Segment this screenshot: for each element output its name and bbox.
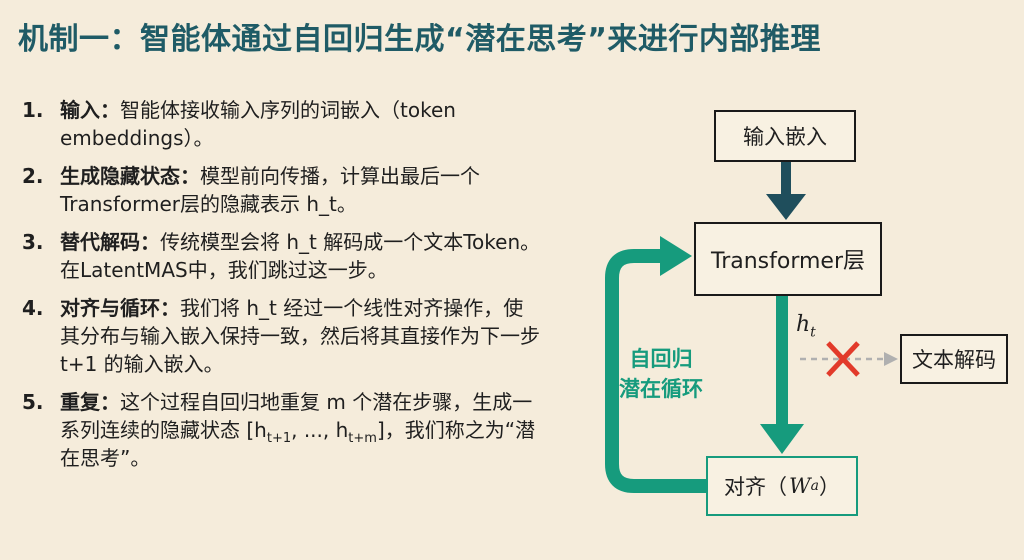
step-list: 1. 输入：智能体接收输入序列的词嵌入（token embeddings）。 2… (22, 96, 542, 482)
page-title: 机制一：智能体通过自回归生成“潜在思考”来进行内部推理 (18, 22, 821, 57)
alignment-var: W (789, 474, 811, 498)
down-arrow-shaft (776, 296, 788, 426)
down-arrow-head (760, 424, 804, 454)
step-body: 传统模型会将 h_t 解码成一个文本Token。在LatentMAS中，我们跳过… (60, 230, 541, 282)
ht-var: h (796, 312, 811, 337)
loop-label-line-2: 潜在循环 (619, 377, 703, 401)
step-text: 输入：智能体接收输入序列的词嵌入（token embeddings）。 (60, 96, 542, 152)
input-arrow-shaft (781, 162, 791, 196)
diagram-connectors (605, 162, 898, 493)
step-number: 1. (22, 98, 44, 122)
step-text: 重复：这个过程自回归地重复 m 个潜在步骤，生成一系列连续的隐藏状态 [ht+1… (60, 388, 542, 472)
step-body: 我们将 h_t 经过一个线性对齐操作，使其分布与输入嵌入保持一致，然后将其直接作… (60, 296, 540, 376)
list-item: 1. 输入：智能体接收输入序列的词嵌入（token embeddings）。 (22, 96, 542, 152)
subscript-end: t+m (348, 431, 377, 446)
step-label: 重复： (60, 390, 120, 414)
step-text: 对齐与循环：我们将 h_t 经过一个线性对齐操作，使其分布与输入嵌入保持一致，然… (60, 294, 542, 378)
step-text: 生成隐藏状态：模型前向传播，计算出最后一个Transformer层的隐藏表示 h… (60, 162, 542, 218)
step-number: 2. (22, 164, 44, 188)
step-number: 4. (22, 296, 44, 320)
input-arrow-head (766, 194, 806, 220)
step-label: 生成隐藏状态： (60, 164, 200, 188)
step-body: 模型前向传播，计算出最后一个Transformer层的隐藏表示 h_t。 (60, 164, 480, 216)
step-number: 3. (22, 230, 44, 254)
loop-arrow-path (605, 249, 706, 493)
subscript-start: t+1 (266, 431, 292, 446)
step-body-tail: ]，我们称之为“潜在思考”。 (60, 418, 536, 470)
step-label: 输入： (60, 98, 120, 122)
step-body: 这个过程自回归地重复 m 个潜在步骤，生成一系列连续的隐藏状态 [h (60, 390, 533, 442)
decode-arrow-head (884, 352, 898, 366)
alignment-label: 对齐（ (724, 475, 788, 499)
cross-stroke-2 (826, 341, 860, 377)
list-item: 4. 对齐与循环：我们将 h_t 经过一个线性对齐操作，使其分布与输入嵌入保持一… (22, 294, 542, 378)
ht-sub: t (810, 324, 816, 341)
hidden-state-label: ht (796, 312, 816, 341)
loop-label-line-1: 自回归 (629, 347, 693, 371)
step-label: 对齐与循环： (60, 296, 180, 320)
list-item: 3. 替代解码：传统模型会将 h_t 解码成一个文本Token。在LatentM… (22, 228, 542, 284)
loop-label: 自回归 潜在循环 (616, 344, 706, 404)
loop-arrow-head (660, 236, 692, 276)
input-embedding-box: 输入嵌入 (714, 110, 856, 162)
text-decode-box: 文本解码 (900, 334, 1008, 384)
alignment-close: ） (818, 475, 840, 499)
list-item: 2. 生成隐藏状态：模型前向传播，计算出最后一个Transformer层的隐藏表… (22, 162, 542, 218)
step-number: 5. (22, 390, 44, 414)
step-body-mid: , ..., h (291, 418, 349, 442)
step-label: 替代解码： (60, 230, 160, 254)
transformer-layer-box: Transformer层 (694, 222, 882, 296)
step-text: 替代解码：传统模型会将 h_t 解码成一个文本Token。在LatentMAS中… (60, 228, 542, 284)
step-body: 智能体接收输入序列的词嵌入（token embeddings）。 (60, 98, 456, 150)
list-item: 5. 重复：这个过程自回归地重复 m 个潜在步骤，生成一系列连续的隐藏状态 [h… (22, 388, 542, 472)
